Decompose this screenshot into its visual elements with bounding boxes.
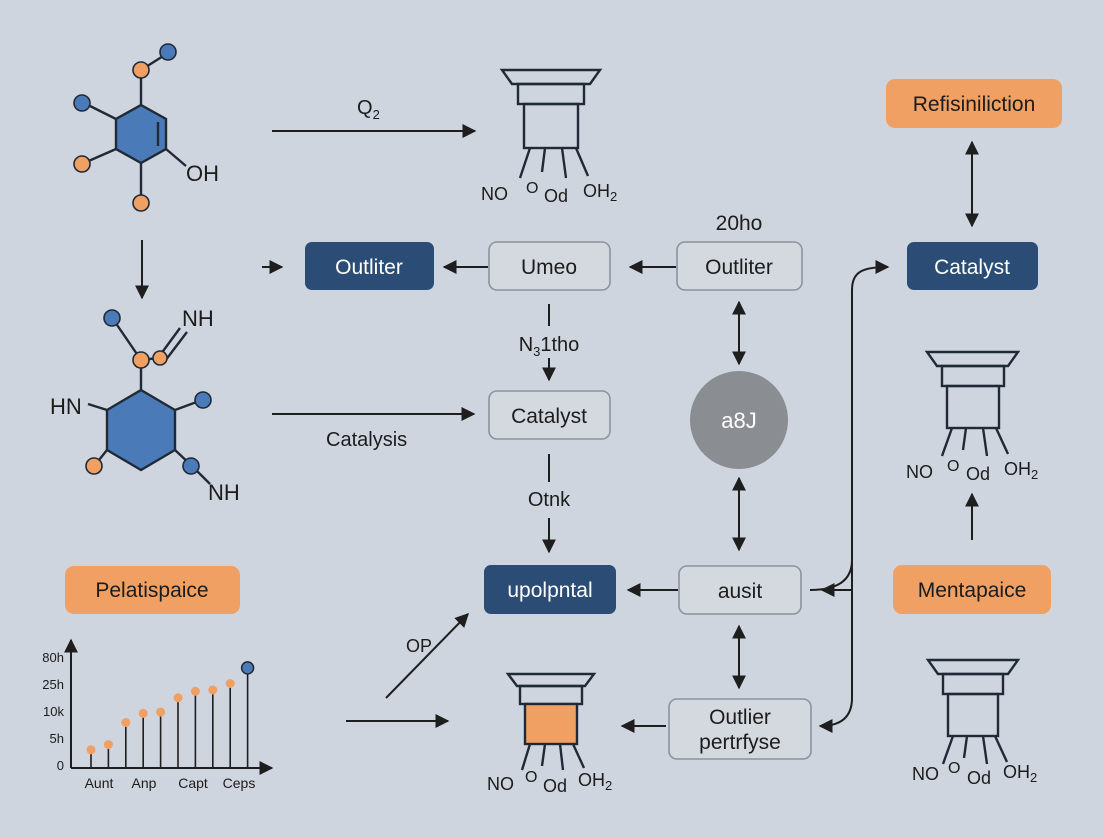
label-oh: OH xyxy=(186,161,219,186)
box-catalyst-light-label: Catalyst xyxy=(511,405,587,428)
reactor-right-2: NO O Od OH2 xyxy=(912,658,1037,788)
reactor-top-od: Od xyxy=(544,186,568,206)
reactor-right-2-o: O xyxy=(948,760,960,777)
box-umeo-label: Umeo xyxy=(521,256,577,279)
chart-category-label: Ceps xyxy=(223,775,256,791)
box-outlier-pertrfyse[interactable]: Outlier pertrfyse xyxy=(668,698,812,760)
reactor-right-1: NO O Od OH2 xyxy=(906,350,1038,484)
chart-point xyxy=(190,686,200,696)
box-mentapaice[interactable]: Mentapaice xyxy=(893,565,1051,614)
node-circle-label: a8J xyxy=(721,408,756,433)
box-upolpntal[interactable]: upolpntal xyxy=(484,565,616,614)
chart-ytick-label: 10k xyxy=(43,704,64,719)
label-hn: HN xyxy=(50,394,82,419)
connector-to-outlier xyxy=(818,560,853,733)
box-catalyst-dark-label: Catalyst xyxy=(934,256,1010,279)
label-nh-bottom: NH xyxy=(208,480,240,505)
chart-point xyxy=(208,685,218,695)
reactor-right-1-o: O xyxy=(947,458,959,475)
chart-ytick-label: 0 xyxy=(57,758,64,773)
chart-point xyxy=(225,679,235,688)
box-pelatispaice-label: Pelatispaice xyxy=(95,579,208,602)
chart-ytick-label: 25h xyxy=(42,677,64,692)
reactor-bottom-no: NO xyxy=(487,774,514,794)
box-outlier-line1: Outlier xyxy=(709,706,771,729)
box-refisiniliction[interactable]: Refisiniliction xyxy=(886,79,1062,128)
box-pelatispaice[interactable]: Pelatispaice xyxy=(65,566,240,614)
chart-point xyxy=(86,745,96,755)
box-outliter-light-label: Outliter xyxy=(705,256,773,279)
reactor-right-2-oh2: OH2 xyxy=(1003,762,1037,785)
box-ausit-label: ausit xyxy=(718,580,763,603)
chart-ytick-label: 5h xyxy=(50,731,64,746)
box-outlier-line2: pertrfyse xyxy=(699,731,781,754)
reactor-right-1-no: NO xyxy=(906,462,933,482)
reactor-top-oh2: OH2 xyxy=(583,181,617,204)
box-catalyst-dark[interactable]: Catalyst xyxy=(907,242,1038,290)
chart-point xyxy=(103,740,113,750)
chart-point xyxy=(240,661,255,675)
reactor-top: NO O Od OH2 xyxy=(481,68,617,206)
molecule-top: OH xyxy=(73,43,219,212)
reactor-right-1-od: Od xyxy=(966,464,990,484)
label-n3: N31tho xyxy=(519,334,580,359)
reactor-bottom-od: Od xyxy=(543,776,567,796)
node-circle[interactable]: a8J xyxy=(690,371,788,469)
chart-category-label: Aunt xyxy=(85,775,114,791)
box-mentapaice-label: Mentapaice xyxy=(918,579,1027,602)
label-20ho: 20ho xyxy=(716,212,763,235)
box-ausit[interactable]: ausit xyxy=(678,565,802,615)
box-upolpntal-label: upolpntal xyxy=(507,579,592,602)
reactor-right-1-oh2: OH2 xyxy=(1004,459,1038,482)
reactor-bottom: NO O Od OH2 xyxy=(487,672,612,796)
chart-ytick-label: 80h xyxy=(42,650,64,665)
label-o2: Q2 xyxy=(357,97,380,122)
reactor-bottom-o: O xyxy=(525,769,537,786)
arrow-op xyxy=(385,612,469,699)
label-nh-top: NH xyxy=(182,306,214,331)
box-refisiniliction-label: Refisiniliction xyxy=(913,93,1036,116)
reactor-right-2-no: NO xyxy=(912,764,939,784)
box-outliter-dark-label: Outliter xyxy=(335,256,403,279)
box-outliter-dark[interactable]: Outliter xyxy=(305,242,434,290)
chart-point xyxy=(121,718,131,727)
label-op: OP xyxy=(406,636,432,656)
reactor-right-2-od: Od xyxy=(967,768,991,788)
chart-point xyxy=(156,707,166,717)
connector-to-catalyst xyxy=(809,260,890,591)
label-otnk: Otnk xyxy=(528,489,571,511)
box-catalyst-light[interactable]: Catalyst xyxy=(488,390,611,440)
reactor-top-o: O xyxy=(526,180,538,197)
chart-point xyxy=(173,693,183,703)
reactor-top-no: NO xyxy=(481,184,508,204)
reactor-bottom-oh2: OH2 xyxy=(578,770,612,793)
chart-point xyxy=(138,708,148,718)
box-outliter-light[interactable]: Outliter xyxy=(676,241,803,291)
box-umeo[interactable]: Umeo xyxy=(488,241,611,291)
chart-category-label: Anp xyxy=(132,775,157,791)
chart-category-label: Capt xyxy=(178,775,208,791)
molecule-mid: NH HN NH xyxy=(50,306,240,505)
label-catalysis: Catalysis xyxy=(326,429,407,451)
